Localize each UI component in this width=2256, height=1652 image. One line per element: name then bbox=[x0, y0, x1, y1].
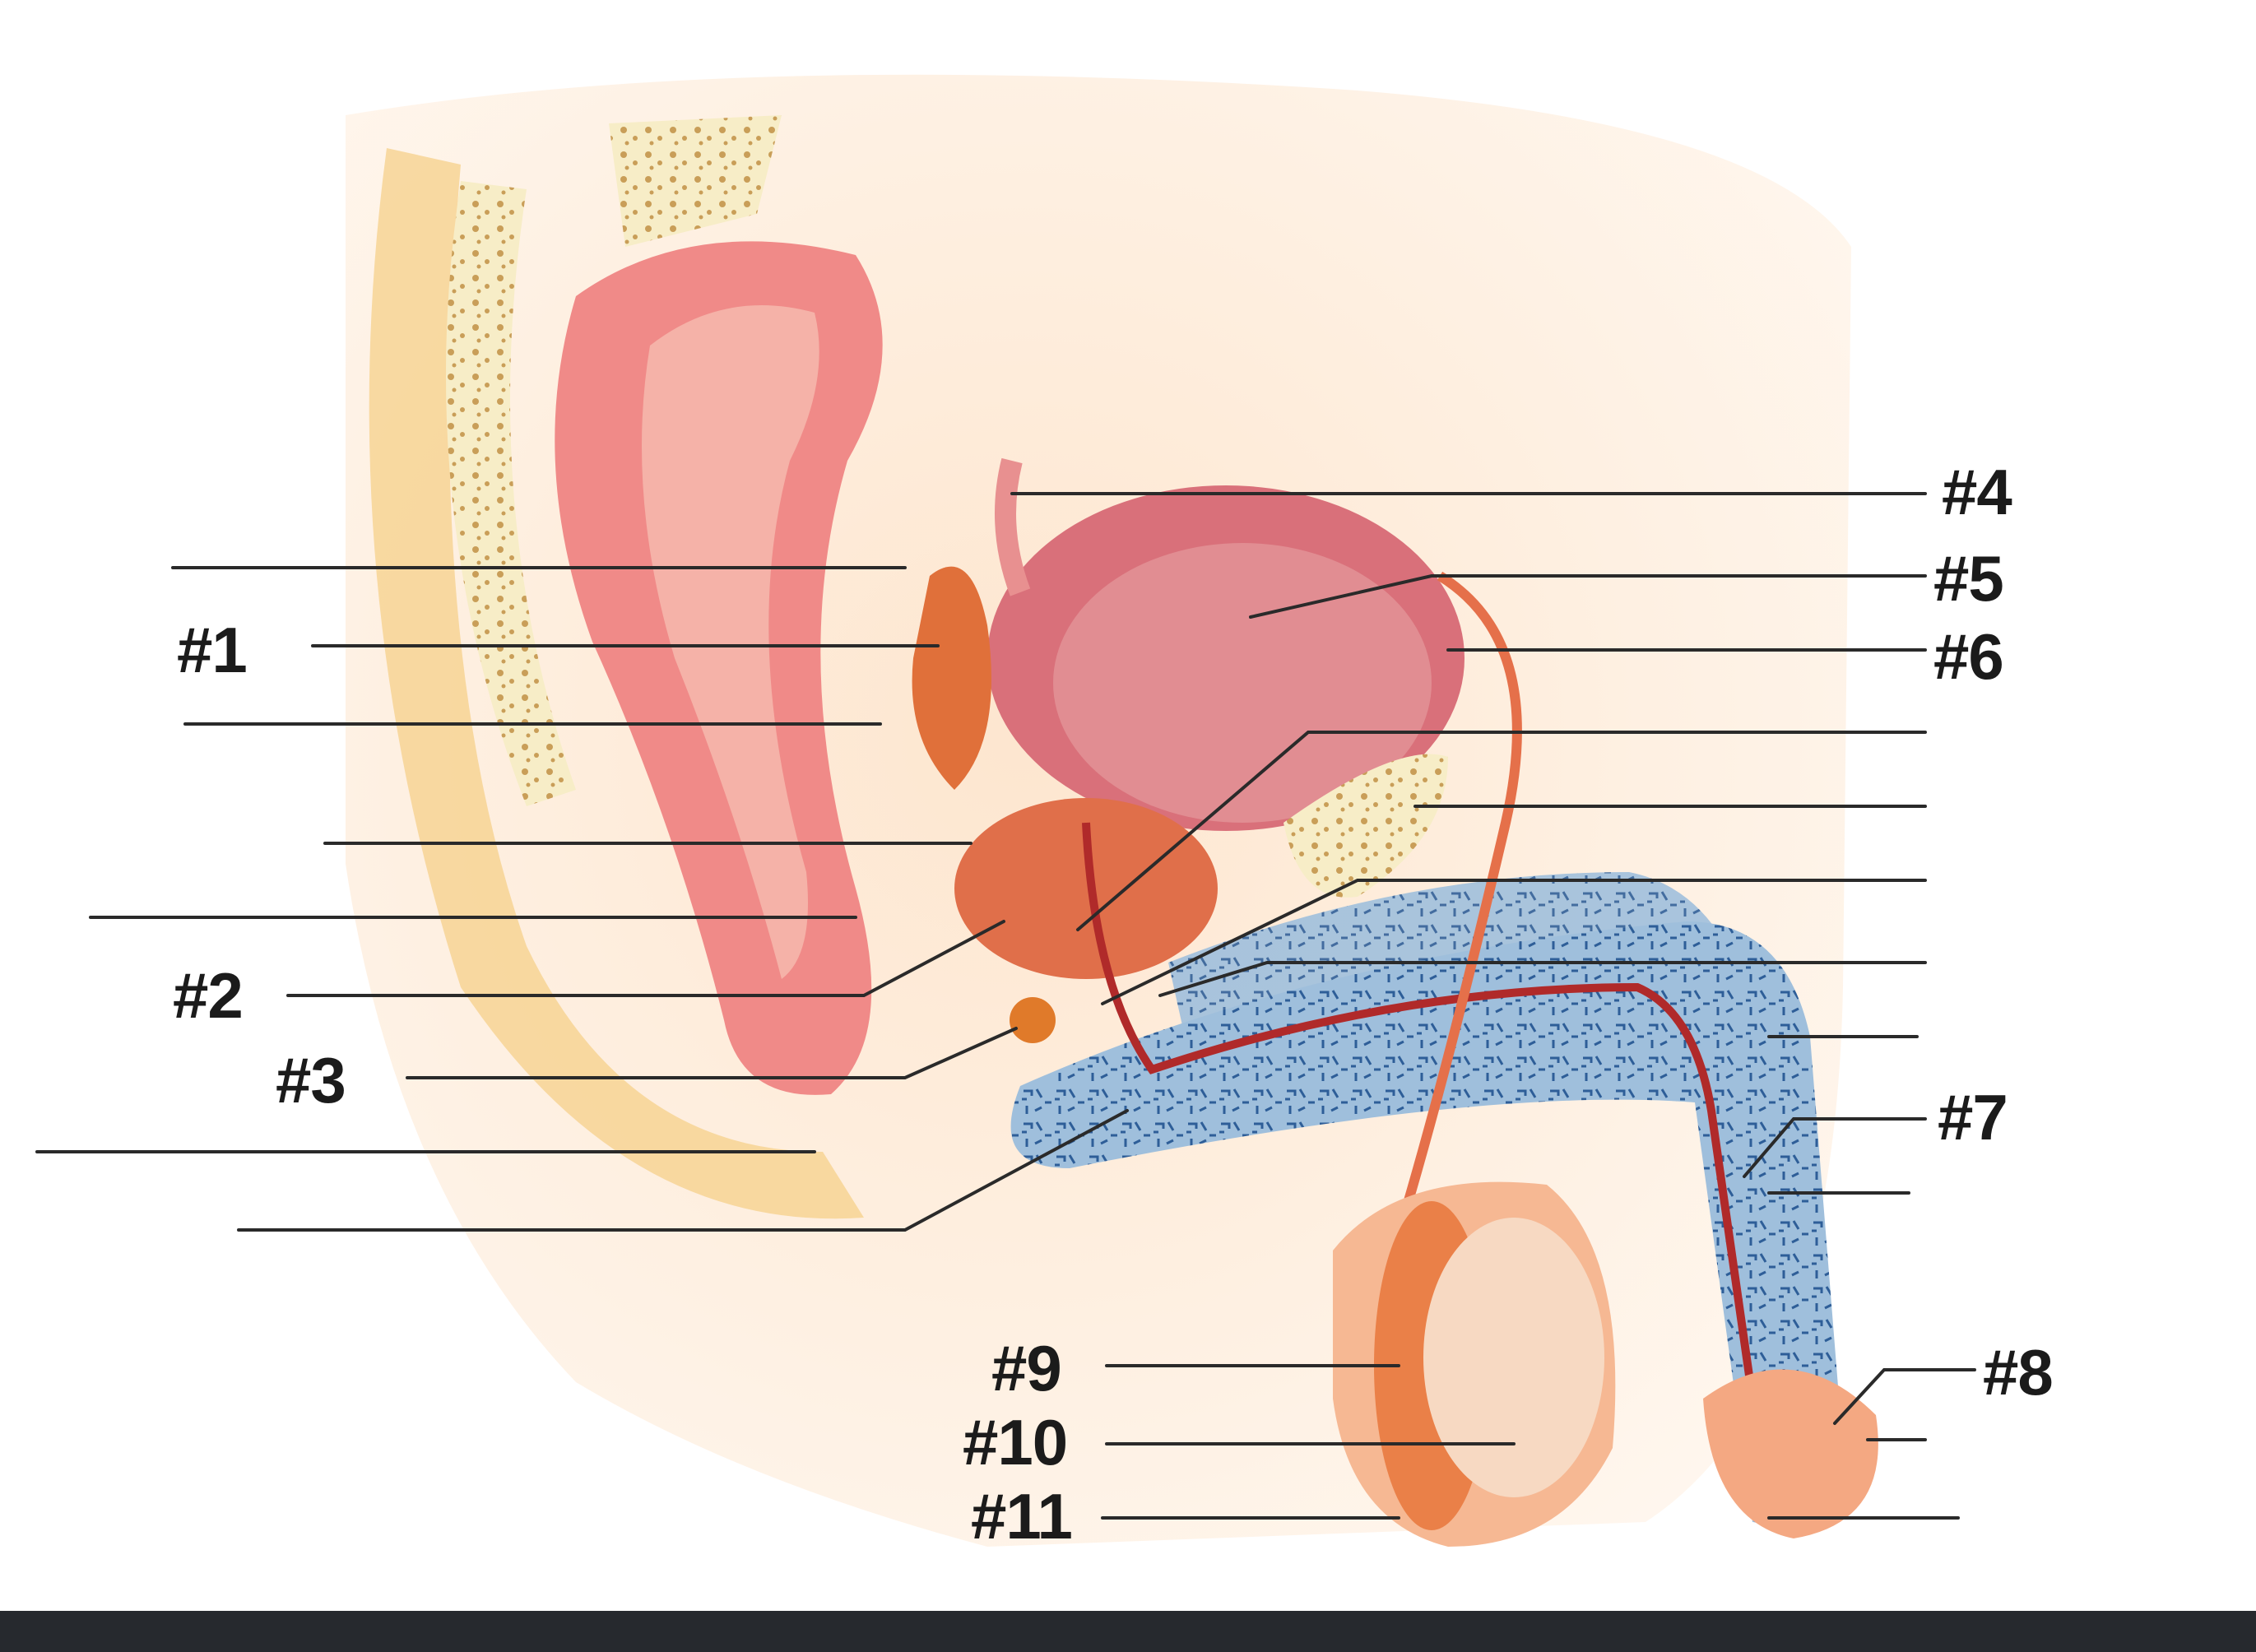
seminal-vesicle bbox=[912, 566, 991, 790]
fat-layer bbox=[369, 148, 864, 1219]
label-10: #10 bbox=[963, 1406, 1067, 1478]
bottom-bar bbox=[0, 1611, 2256, 1652]
corpus-cavernosum bbox=[1010, 921, 1843, 1523]
leader-right-c bbox=[1101, 879, 1927, 1005]
label-9: #9 bbox=[991, 1332, 1061, 1404]
bladder-muscle bbox=[1053, 543, 1432, 823]
ductus-deferens bbox=[1394, 571, 1522, 1236]
label-7: #7 bbox=[1938, 1081, 2008, 1153]
label-3: #3 bbox=[276, 1044, 346, 1116]
leader-7 bbox=[1743, 1117, 1927, 1178]
label-2: #2 bbox=[173, 959, 243, 1032]
prostate-gland bbox=[954, 798, 1218, 979]
leader-3 bbox=[406, 1027, 1018, 1079]
leader-left-f bbox=[237, 1109, 1129, 1232]
testis bbox=[1423, 1218, 1604, 1497]
pubic-bone bbox=[1284, 754, 1448, 898]
corpus-spongiosum bbox=[1168, 872, 1744, 1037]
bulbourethral-gland bbox=[1010, 997, 1056, 1043]
label-11: #11 bbox=[971, 1480, 1072, 1552]
label-4: #4 bbox=[1942, 456, 2012, 528]
leader-right-a bbox=[1076, 731, 1927, 931]
leader-8 bbox=[1833, 1368, 1976, 1425]
label-1: #1 bbox=[177, 614, 247, 686]
leader-5 bbox=[1249, 574, 1927, 619]
label-8: #8 bbox=[1983, 1336, 2053, 1408]
leader-2 bbox=[286, 920, 1005, 997]
glans-penis bbox=[1703, 1369, 1878, 1538]
leader-lines bbox=[35, 492, 1976, 1520]
sacrum-bone bbox=[446, 181, 576, 806]
label-5: #5 bbox=[1933, 542, 2003, 615]
urethra bbox=[1082, 822, 1773, 1515]
label-6: #6 bbox=[1933, 620, 2003, 693]
sacrum-bone-upper bbox=[609, 115, 782, 247]
rectum-lumen bbox=[642, 305, 819, 979]
ureter bbox=[995, 457, 1031, 596]
leader-right-d bbox=[1158, 961, 1927, 997]
